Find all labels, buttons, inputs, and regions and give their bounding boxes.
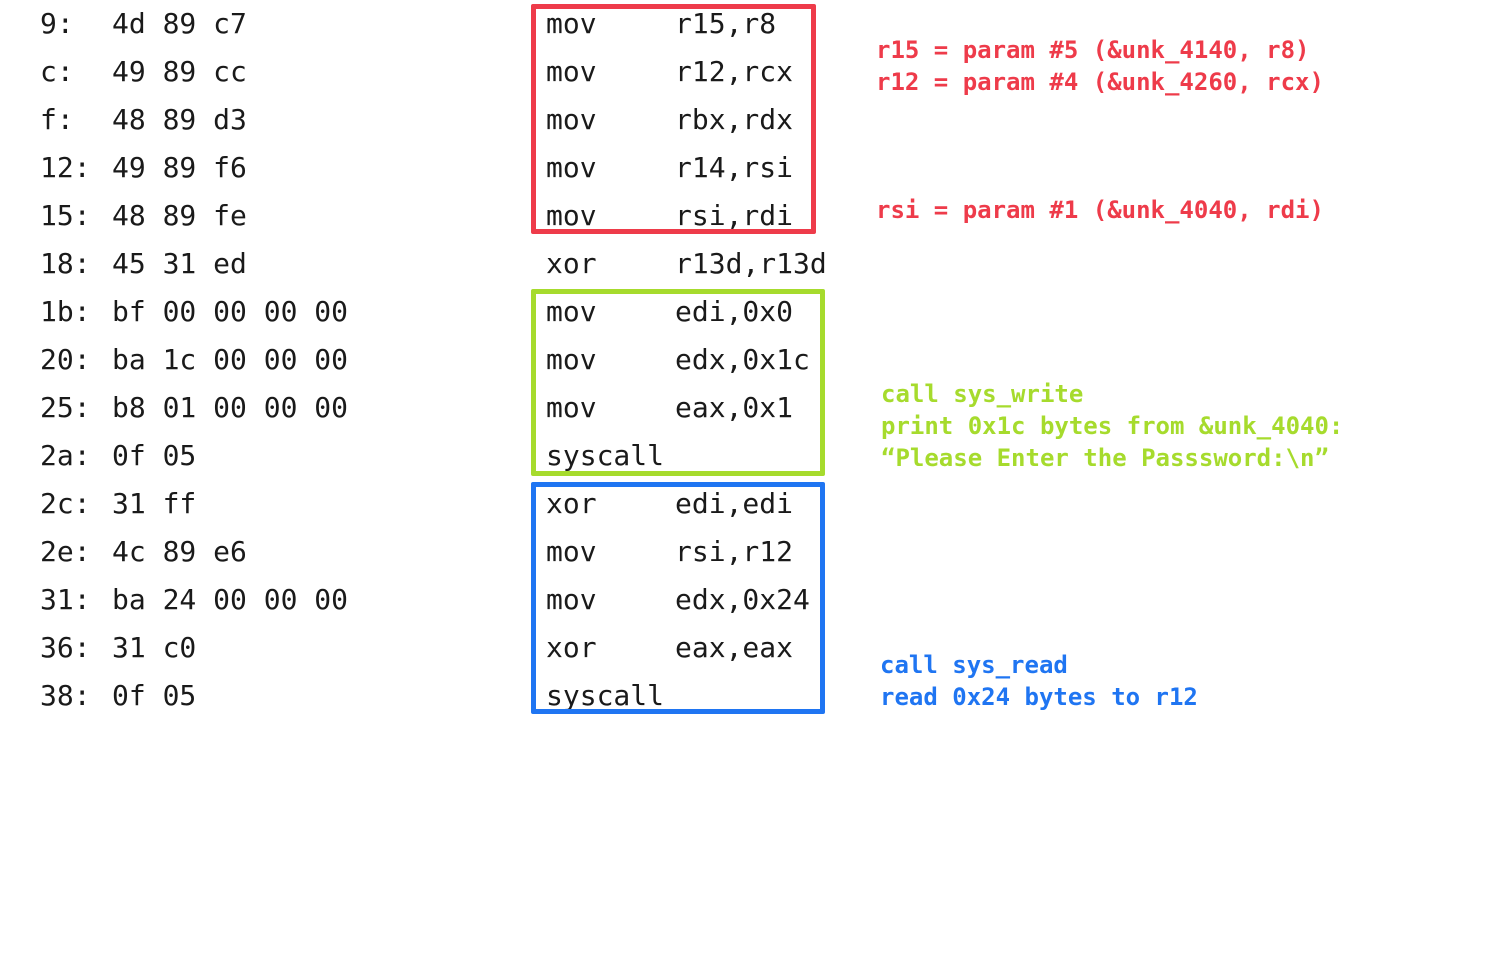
listing-row: 15: 48 89 fe mov rsi,rdi: [0, 192, 793, 240]
address: 15:: [40, 199, 91, 232]
mnemonic: mov: [546, 55, 597, 88]
address: 2c:: [40, 487, 91, 520]
operands: rsi,r12: [675, 535, 794, 568]
address: 12:: [40, 151, 91, 184]
mnemonic: mov: [546, 583, 597, 616]
annotation-sys-write-detail: print 0x1c bytes from &unk_4040:: [881, 412, 1344, 440]
mnemonic: mov: [546, 535, 597, 568]
listing-row: c: 49 89 cc mov r12,rcx: [0, 48, 793, 96]
annotation-rsi-param: rsi = param #1 (&unk_4040, rdi): [876, 196, 1324, 224]
address: 18:: [40, 247, 91, 280]
mnemonic: xor: [546, 487, 597, 520]
operands: edx,0x1c: [675, 343, 810, 376]
mnemonic: xor: [546, 631, 597, 664]
mnemonic: mov: [546, 199, 597, 232]
annotation-sys-read-call: call sys_read: [880, 651, 1068, 679]
sys-read-highlight-box: [531, 482, 825, 714]
operands: edx,0x24: [675, 583, 810, 616]
listing-row: 9: 4d 89 c7 mov r15,r8: [0, 0, 776, 48]
opcode-bytes: 31 ff: [112, 487, 197, 520]
listing-row: 31: ba 24 00 00 00 mov edx,0x24: [0, 576, 810, 624]
mnemonic: syscall: [546, 679, 665, 712]
listing-row: 18: 45 31 ed xor r13d,r13d: [0, 240, 827, 288]
address: 2e:: [40, 535, 91, 568]
opcode-bytes: bf 00 00 00 00: [112, 295, 349, 328]
mnemonic: mov: [546, 295, 597, 328]
opcode-bytes: 48 89 d3: [112, 103, 247, 136]
operands: r12,rcx: [675, 55, 794, 88]
mnemonic: mov: [546, 7, 597, 40]
operands: rbx,rdx: [675, 103, 794, 136]
address: f:: [40, 103, 74, 136]
listing-row: 2a: 0f 05 syscall: [0, 432, 664, 480]
param-setup-highlight-box: [531, 4, 816, 234]
opcode-bytes: 45 31 ed: [112, 247, 247, 280]
opcode-bytes: ba 24 00 00 00: [112, 583, 349, 616]
annotation-sys-write-string: “Please Enter the Passsword:\n”: [881, 444, 1329, 472]
listing-row: 25: b8 01 00 00 00 mov eax,0x1: [0, 384, 793, 432]
opcode-bytes: 4d 89 c7: [112, 7, 247, 40]
listing-row: 1b: bf 00 00 00 00 mov edi,0x0: [0, 288, 793, 336]
mnemonic: xor: [546, 247, 597, 280]
operands: edi,edi: [675, 487, 794, 520]
listing-row: f: 48 89 d3 mov rbx,rdx: [0, 96, 793, 144]
address: c:: [40, 55, 74, 88]
operands: r13d,r13d: [675, 247, 827, 280]
address: 36:: [40, 631, 91, 664]
address: 31:: [40, 583, 91, 616]
mnemonic: syscall: [546, 439, 665, 472]
sys-write-highlight-box: [531, 289, 825, 476]
operands: eax,eax: [675, 631, 794, 664]
listing-row: 2c: 31 ff xor edi,edi: [0, 480, 793, 528]
opcode-bytes: 0f 05: [112, 679, 197, 712]
listing-row: 20: ba 1c 00 00 00 mov edx,0x1c: [0, 336, 810, 384]
opcode-bytes: 49 89 f6: [112, 151, 247, 184]
annotation-sys-read-detail: read 0x24 bytes to r12: [880, 683, 1198, 711]
address: 1b:: [40, 295, 91, 328]
address: 9:: [40, 7, 74, 40]
address: 20:: [40, 343, 91, 376]
operands: r15,r8: [675, 7, 777, 40]
address: 2a:: [40, 439, 91, 472]
listing-row: 36: 31 c0 xor eax,eax: [0, 624, 793, 672]
listing-row: 38: 0f 05 syscall: [0, 672, 664, 720]
mnemonic: mov: [546, 103, 597, 136]
opcode-bytes: 48 89 fe: [112, 199, 247, 232]
operands: edi,0x0: [675, 295, 794, 328]
opcode-bytes: 49 89 cc: [112, 55, 247, 88]
annotation-r12-param: r12 = param #4 (&unk_4260, rcx): [876, 68, 1324, 96]
operands: rsi,rdi: [675, 199, 794, 232]
mnemonic: mov: [546, 151, 597, 184]
opcode-bytes: 0f 05: [112, 439, 197, 472]
address: 38:: [40, 679, 91, 712]
opcode-bytes: 4c 89 e6: [112, 535, 247, 568]
annotation-sys-write-call: call sys_write: [881, 380, 1084, 408]
opcode-bytes: ba 1c 00 00 00: [112, 343, 349, 376]
mnemonic: mov: [546, 391, 597, 424]
operands: r14,rsi: [675, 151, 794, 184]
address: 25:: [40, 391, 91, 424]
listing-row: 2e: 4c 89 e6 mov rsi,r12: [0, 528, 793, 576]
opcode-bytes: 31 c0: [112, 631, 197, 664]
operands: eax,0x1: [675, 391, 794, 424]
annotation-r15-param: r15 = param #5 (&unk_4140, r8): [876, 36, 1310, 64]
opcode-bytes: b8 01 00 00 00: [112, 391, 349, 424]
listing-row: 12: 49 89 f6 mov r14,rsi: [0, 144, 793, 192]
mnemonic: mov: [546, 343, 597, 376]
